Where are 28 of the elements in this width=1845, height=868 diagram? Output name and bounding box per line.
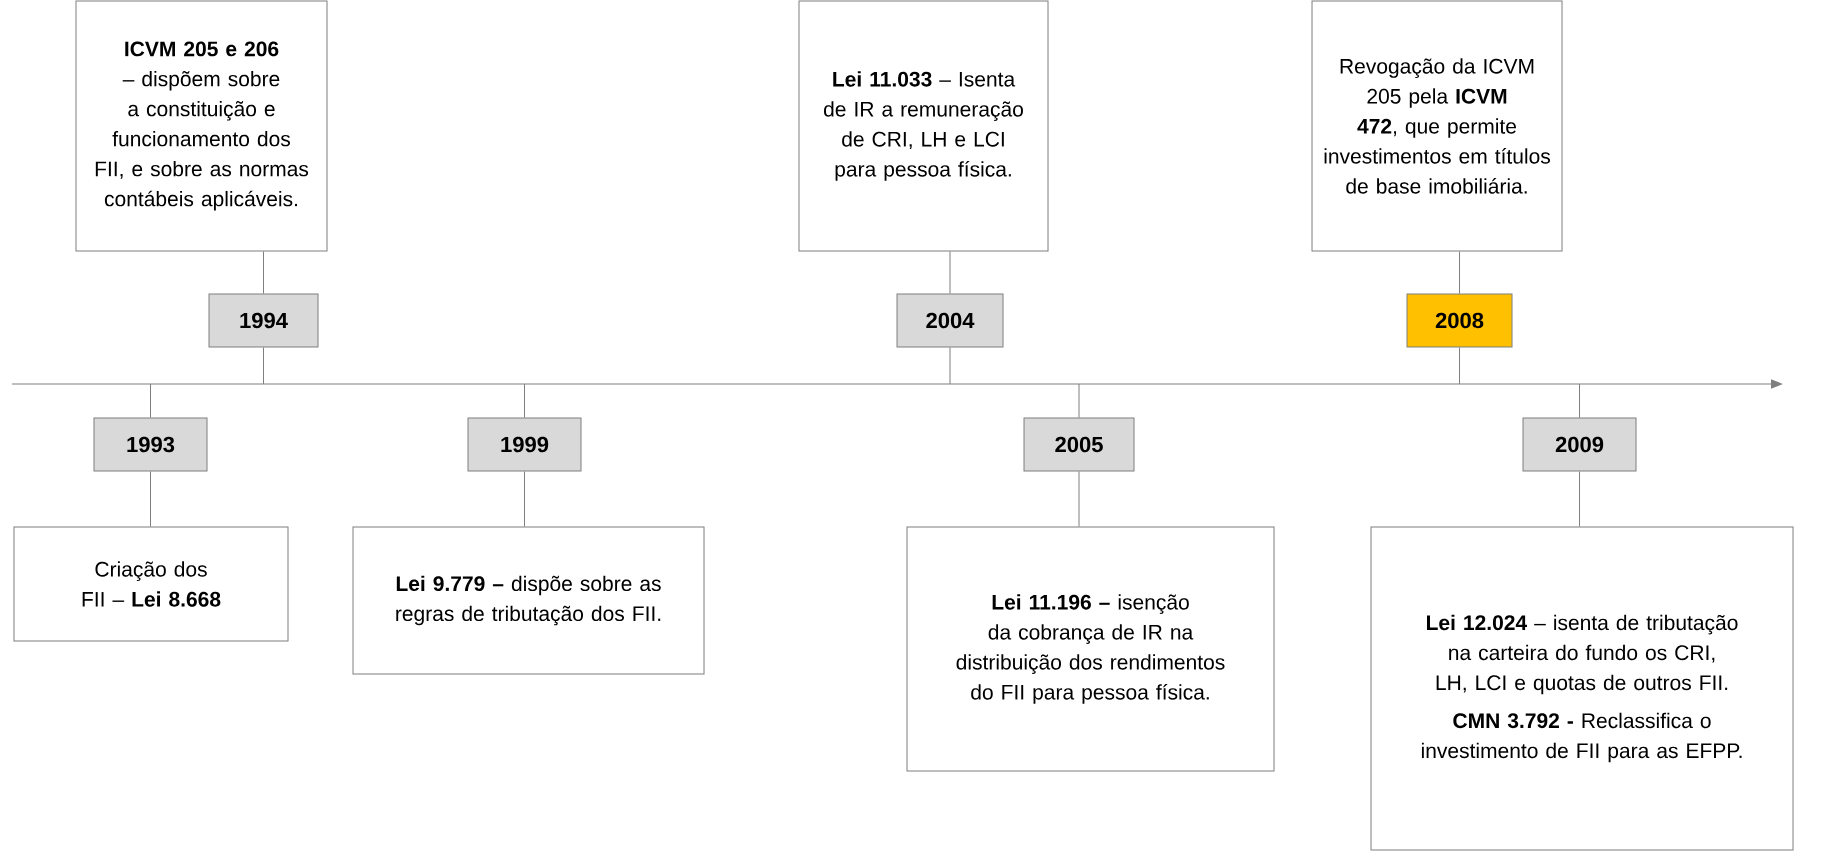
connector-line	[1459, 347, 1460, 385]
connector-line	[150, 471, 151, 527]
connector-line	[1579, 471, 1580, 527]
event-box: Lei 11.033 – Isenta de IR a remuneração de CRI, LH e LCI para pessoa física.	[798, 0, 1049, 252]
year-box: 2005	[1023, 417, 1135, 472]
year-box: 1994	[208, 293, 319, 348]
connector-line	[150, 383, 151, 418]
connector-line	[1459, 251, 1460, 294]
year-box: 2004	[896, 293, 1004, 348]
connector-line	[1078, 471, 1080, 527]
year-box: 2009	[1522, 417, 1637, 472]
event-box: Criação dos FII – Lei 8.668	[13, 526, 289, 642]
event-box: ICVM 205 e 206 – dispõem sobre a constituição e funcionamento dos FII, e sobre as normas contábeis aplicáveis.	[75, 0, 328, 252]
event-box: Revogação da ICVM 205 pela ICVM 472, que permite investimentos em títulos de base imobiliária.	[1311, 0, 1563, 252]
connector-line	[524, 471, 525, 527]
event-box: Lei 12.024 – isenta de tributação na carteira do fundo os CRI, LH, LCI e quotas de outros FII. CMN 3.792 - Reclassifica o investimento de FII para as EFPP.	[1370, 526, 1794, 851]
year-box: 1999	[467, 417, 582, 472]
connector-line	[1579, 383, 1580, 418]
connector-line	[524, 383, 525, 418]
connector-line	[1078, 383, 1080, 418]
event-box: Lei 11.196 – isenção da cobrança de IR na distribuição dos rendimentos do FII para pessoa física.	[906, 526, 1275, 772]
year-box: 1993	[93, 417, 208, 472]
year-box: 2008	[1406, 293, 1513, 348]
event-box: Lei 9.779 – dispõe sobre as regras de tributação dos FII.	[352, 526, 705, 675]
connector-line	[949, 347, 951, 385]
connector-line	[949, 251, 951, 294]
connector-line	[263, 347, 264, 385]
connector-line	[263, 251, 264, 294]
